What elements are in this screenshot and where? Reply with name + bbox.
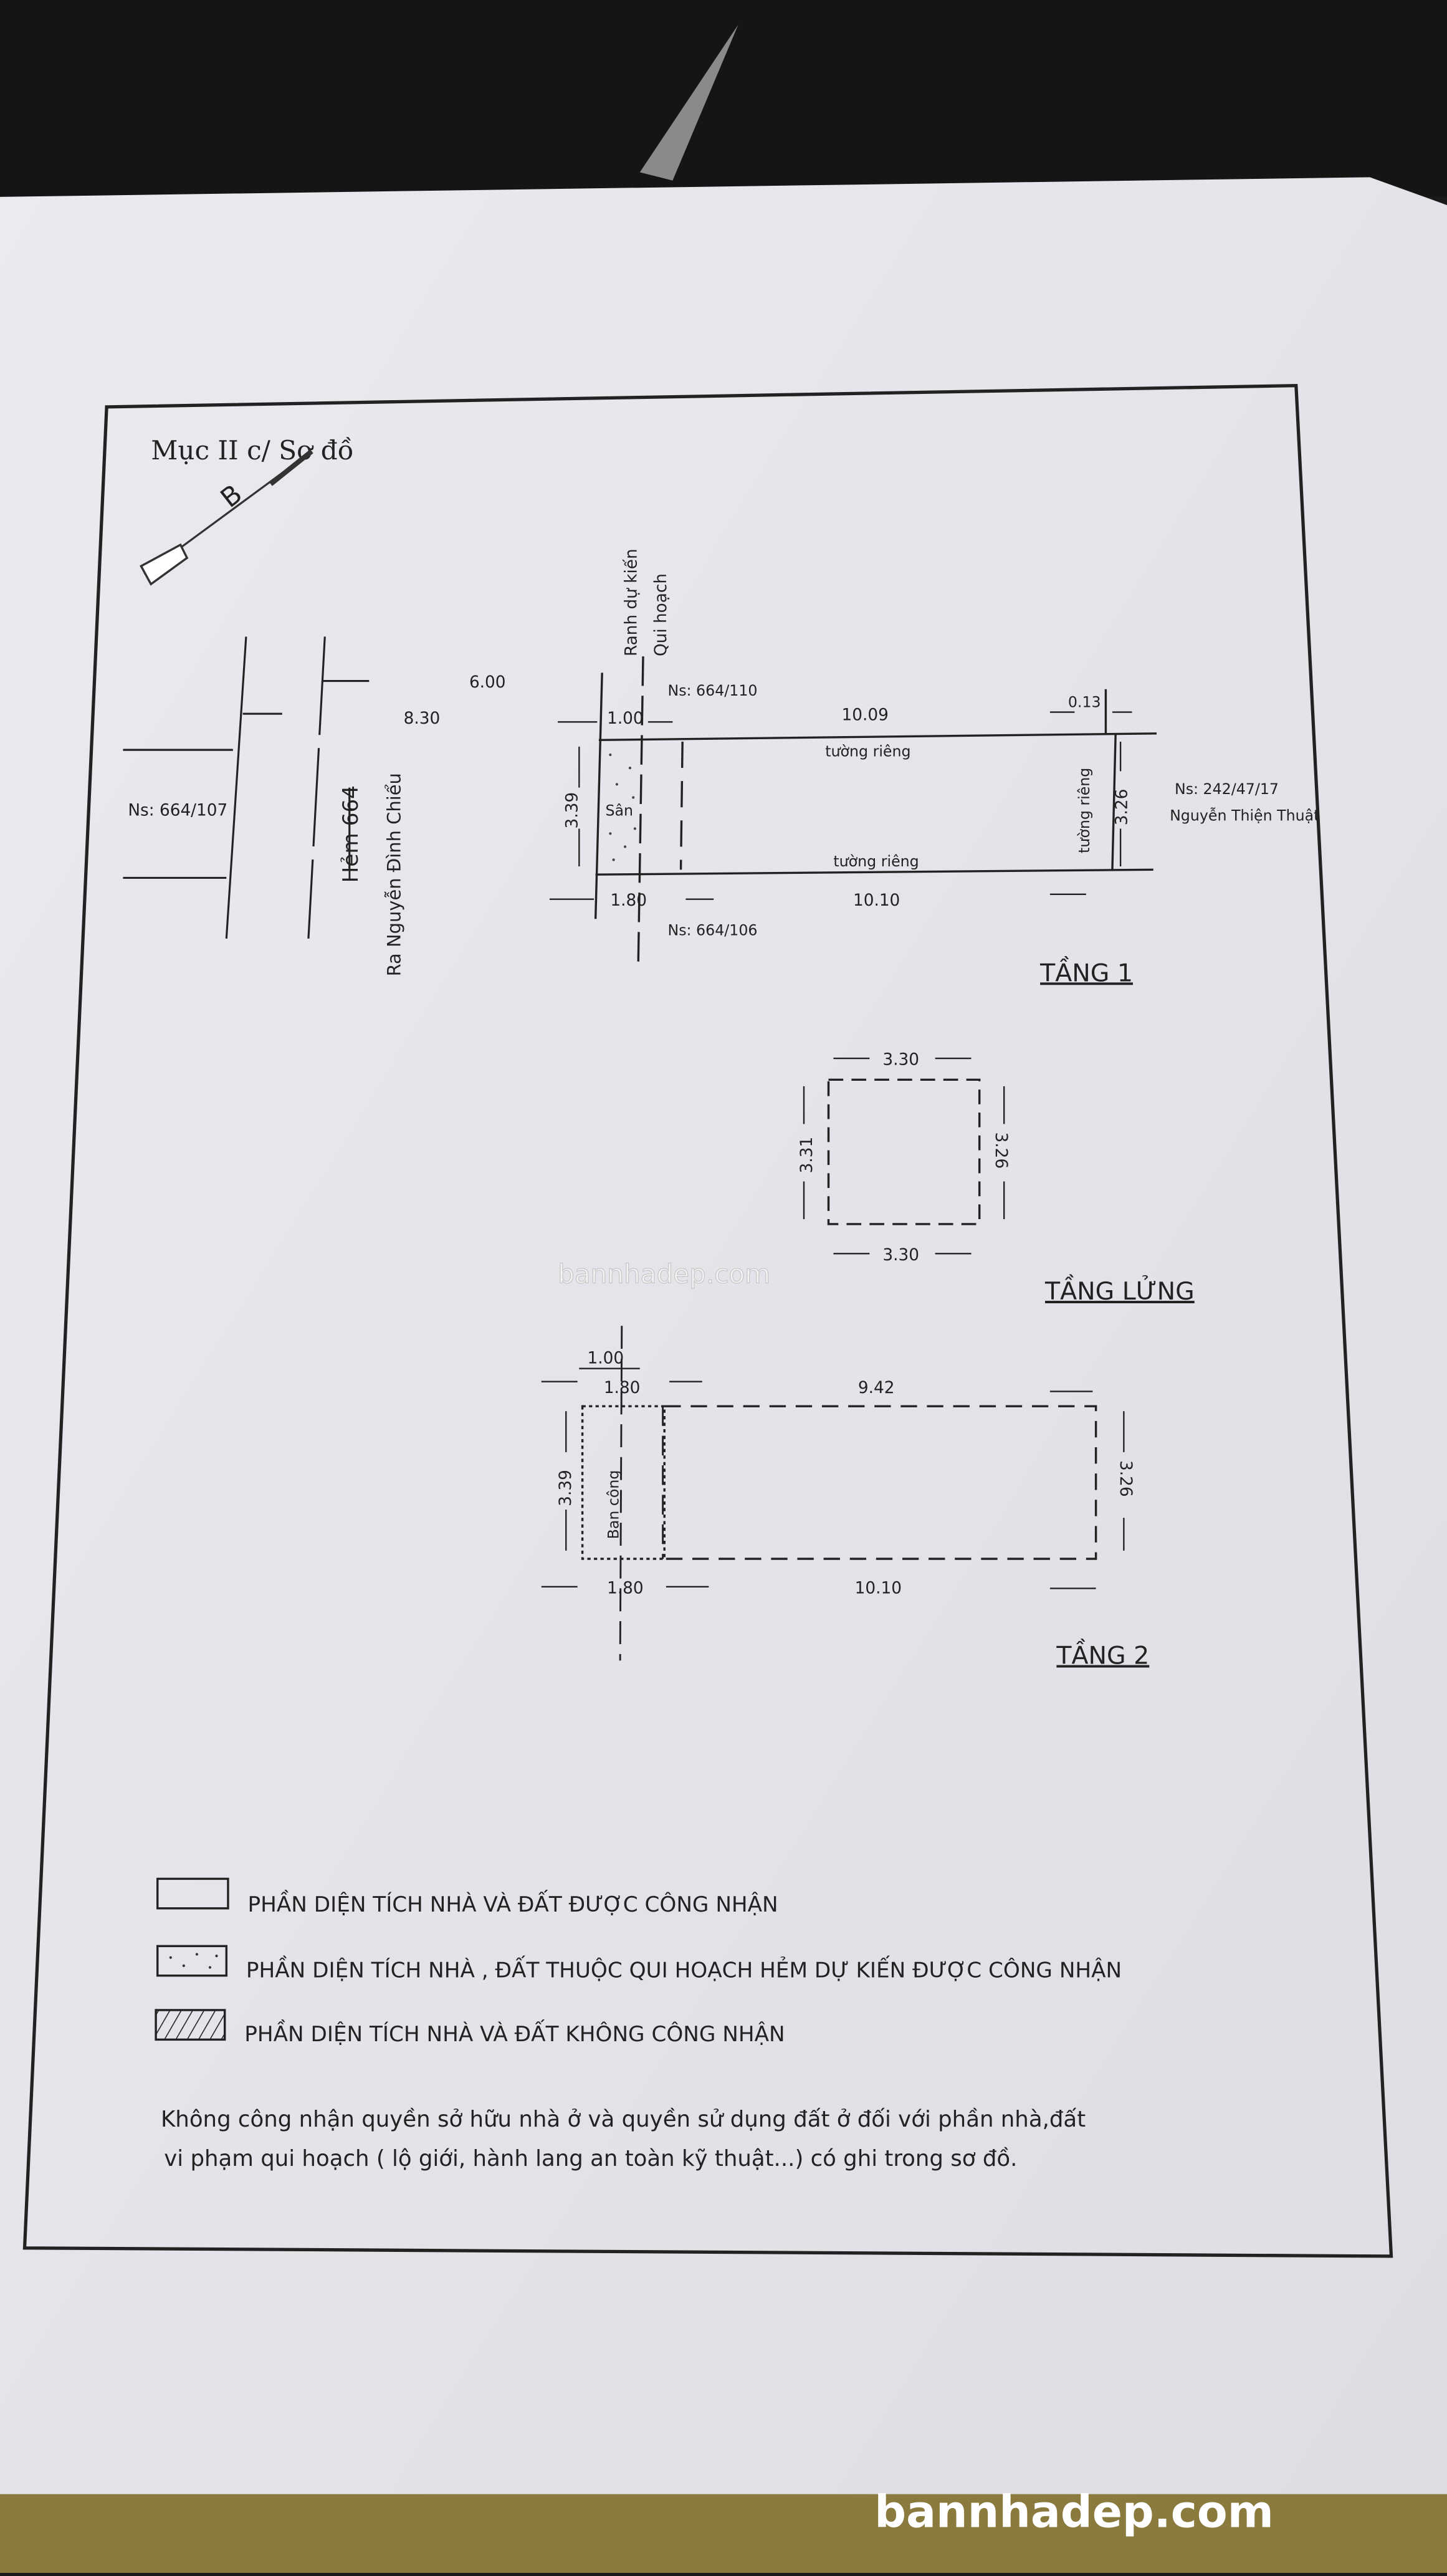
- note-line-2: vi phạm qui hoạch ( lộ giới, hành lang a…: [164, 2146, 1017, 2171]
- left-neighbor-label: Ns: 664/107: [128, 801, 227, 820]
- mz-dim-top: 3.30: [882, 1051, 919, 1070]
- f1-dim-bottom: 10.10: [853, 891, 900, 910]
- legend: PHẦN DIỆN TÍCH NHÀ VÀ ĐẤT ĐƯỢC CÔNG NHẬN…: [155, 1877, 1122, 2047]
- legend-label-2: PHẦN DIỆN TÍCH NHÀ VÀ ĐẤT KHÔNG CÔNG NHẬ…: [244, 2019, 785, 2047]
- f1-dim-top-left: 1.00: [607, 709, 644, 728]
- planning-line-label: Ranh dự kiến: [622, 548, 641, 656]
- note-line-1: Không công nhận quyền sở hữu nhà ở và qu…: [161, 2107, 1086, 2132]
- table-surface: [0, 2486, 1447, 2573]
- dimension-arrows: [549, 711, 1132, 900]
- floor1-title: TẦNG 1: [1039, 955, 1133, 987]
- f1-yard: Sân: [605, 802, 633, 819]
- legend-label-0: PHẦN DIỆN TÍCH NHÀ VÀ ĐẤT ĐƯỢC CÔNG NHẬN: [248, 1890, 778, 1917]
- f2-balcony: Ban công: [605, 1470, 623, 1539]
- f2-dim-bottom-left: 1.80: [607, 1579, 644, 1597]
- dim-6-00: 6.00: [469, 673, 506, 692]
- f1-top-neighbor: Ns: 664/110: [667, 682, 757, 699]
- f2-dim-left: 3.39: [556, 1470, 575, 1506]
- f1-dim-top-right: 0.13: [1068, 694, 1101, 711]
- section-title: Mục II c/ Sơ đồ: [151, 435, 353, 466]
- watermark-center: bannhadep.com: [558, 1259, 770, 1290]
- legend-label-1: PHẦN DIỆN TÍCH NHÀ , ĐẤT THUỘC QUI HOẠCH…: [246, 1955, 1122, 1983]
- f2-dim-top-left-1: 1.00: [587, 1349, 624, 1368]
- mezzanine-title: TẦNG LỬNG: [1044, 1274, 1195, 1306]
- mz-dim-right: 3.26: [991, 1132, 1010, 1169]
- f2-dim-top: 9.42: [858, 1379, 895, 1397]
- alley-direction-label: Ra Nguyễn Đình Chiểu: [383, 773, 404, 976]
- f2-dim-bottom: 10.10: [855, 1579, 902, 1597]
- f1-right-neighbor-street: Nguyễn Thiện Thuật: [1170, 807, 1319, 824]
- legend-swatch-empty: [156, 1877, 229, 1910]
- watermark-corner: bannhadep.com: [874, 2486, 1274, 2537]
- mezzanine-plan: 3.30 3.30 3.31 3.26 TẦNG LỬNG: [798, 1051, 1195, 1306]
- floor2-title: TẦNG 2: [1056, 1639, 1149, 1670]
- alley-label: Hẻm 664: [338, 785, 363, 883]
- north-arrow-icon: [140, 449, 313, 586]
- f2-dim-top-left-2: 1.80: [604, 1379, 641, 1397]
- f2-dim-right: 3.26: [1116, 1460, 1135, 1497]
- floor1-plan: 1.00 10.09 0.13 3.39 3.26 1.80 10.10 Ns:…: [549, 656, 1319, 987]
- paper-sheet: [0, 177, 1447, 2494]
- dim-8-30: 8.30: [404, 709, 441, 728]
- f1-dim-bottom-left: 1.80: [610, 891, 647, 910]
- f1-dim-left: 3.39: [563, 792, 582, 829]
- document-frame: [22, 383, 1393, 2258]
- dark-background: [0, 0, 1447, 197]
- f1-right-neighbor: Ns: 242/47/17: [1175, 780, 1279, 798]
- planning-line-label-2: Qui hoạch: [652, 573, 671, 656]
- f1-bottom-neighbor: Ns: 664/106: [667, 922, 757, 939]
- legend-swatch-hatched: [155, 2009, 226, 2041]
- alley-lines: [123, 636, 370, 939]
- floor2-plan: 1.00 1.80 9.42 3.39 3.26 1.80 10.10 Ban …: [541, 1326, 1149, 1670]
- light-glare: [639, 24, 738, 181]
- f1-wall-right: tường riêng: [1076, 768, 1093, 853]
- f1-dim-right: 3.26: [1113, 789, 1132, 826]
- legend-swatch-dotted: [156, 1945, 228, 1977]
- f1-wall-top: tường riêng: [825, 743, 910, 760]
- f1-wall-bottom: tường riêng: [833, 853, 919, 870]
- f1-dim-top: 10.09: [842, 706, 889, 725]
- mz-dim-left: 3.31: [798, 1137, 816, 1174]
- mz-dim-bottom: 3.30: [882, 1246, 919, 1265]
